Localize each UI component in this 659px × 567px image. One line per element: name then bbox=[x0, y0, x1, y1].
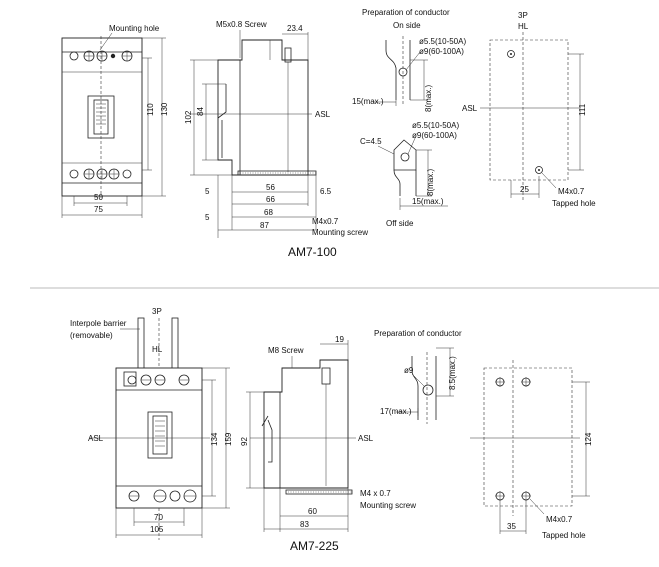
off-d2: ø9(60-100A) bbox=[412, 131, 457, 140]
c45-label: C=4.5 bbox=[360, 137, 382, 146]
dim-5b: 5 bbox=[205, 213, 210, 222]
am7-225-side-view: M8 Screw 19 92 ASL M4 x 0.7 Mounting scr… bbox=[240, 335, 416, 553]
conductor-title: Preparation of conductor bbox=[362, 8, 450, 17]
on-8: 8(max.) bbox=[424, 85, 433, 112]
dim-60: 60 bbox=[308, 507, 317, 516]
dim-23-4: 23.4 bbox=[287, 24, 303, 33]
side-screw: M8 Screw bbox=[268, 346, 304, 355]
dim-6-5: 6.5 bbox=[320, 187, 332, 196]
side-asl: ASL bbox=[358, 434, 374, 443]
dim-105: 105 bbox=[150, 525, 164, 534]
dim-56: 56 bbox=[266, 183, 275, 192]
side-m4: M4 x 0.7 bbox=[360, 489, 391, 498]
off-d1: ø5.5(10-50A) bbox=[412, 121, 459, 130]
dim-66: 66 bbox=[266, 195, 275, 204]
dim-8-5: 8.5(max.) bbox=[448, 356, 457, 390]
am7-100-front-view: Mounting hole 110 130 50 75 bbox=[61, 24, 169, 218]
dim-134: 134 bbox=[210, 432, 219, 446]
off-8: 8(max.) bbox=[426, 169, 435, 196]
dim-5a: 5 bbox=[205, 187, 210, 196]
drill-225-m4: M4x0.7 bbox=[546, 515, 573, 524]
dim-92: 92 bbox=[240, 437, 249, 446]
dim-84: 84 bbox=[196, 107, 205, 116]
dim-102: 102 bbox=[184, 110, 193, 124]
dim-70: 70 bbox=[154, 513, 163, 522]
drill-asl: ASL bbox=[462, 104, 478, 113]
dim-87: 87 bbox=[260, 221, 269, 230]
off-side-label: Off side bbox=[386, 219, 414, 228]
title-am7-100: AM7-100 bbox=[288, 245, 337, 259]
on-side-label: On side bbox=[393, 21, 421, 30]
on-d2: ø9(60-100A) bbox=[419, 47, 464, 56]
dim-50: 50 bbox=[94, 193, 103, 202]
am7-100-conductor-prep: Preparation of conductor On side ø5.5(10… bbox=[352, 8, 466, 228]
m4-label: M4x0.7 bbox=[312, 217, 339, 226]
drill-tapped: Tapped hole bbox=[552, 199, 596, 208]
dim-17: 17(max.) bbox=[380, 407, 412, 416]
title-am7-225: AM7-225 bbox=[290, 539, 339, 553]
front-3p: 3P bbox=[152, 307, 162, 316]
conductor-title-225: Preparation of conductor bbox=[374, 329, 462, 338]
dim-35: 35 bbox=[507, 522, 516, 531]
d9-label: ø9 bbox=[404, 366, 414, 375]
dim-130: 130 bbox=[160, 102, 169, 116]
screw-label: M5x0.8 Screw bbox=[216, 20, 267, 29]
am7-225-front-view: Interpole barrier (removable) 3P HL ASL bbox=[70, 307, 233, 540]
front-asl: ASL bbox=[88, 434, 104, 443]
am7-100-drilling-plan: 3P HL ASL 111 25 M4x0.7 Tapped hole bbox=[462, 11, 596, 208]
dim-83: 83 bbox=[300, 520, 309, 529]
dim-19: 19 bbox=[335, 335, 344, 344]
on-d1: ø5.5(10-50A) bbox=[419, 37, 466, 46]
am7-225-drilling-plan: 124 35 M4x0.7 Tapped hole bbox=[470, 360, 593, 540]
dim-124: 124 bbox=[584, 432, 593, 446]
side-mounting-screw: Mounting screw bbox=[360, 501, 416, 510]
barrier-label-1: Interpole barrier bbox=[70, 319, 127, 328]
off-15: 15(max.) bbox=[412, 197, 444, 206]
dim-68: 68 bbox=[264, 208, 273, 217]
dim-110: 110 bbox=[146, 103, 155, 116]
drill-m4: M4x0.7 bbox=[558, 187, 585, 196]
drill-3p: 3P bbox=[518, 11, 528, 20]
mounting-hole-label: Mounting hole bbox=[109, 24, 160, 33]
mounting-screw-label: Mounting screw bbox=[312, 228, 368, 237]
dim-111: 111 bbox=[578, 103, 587, 116]
am7-100-side-view: ASL M5x0.8 Screw 23.4 102 84 5 56 6.5 66… bbox=[184, 20, 368, 259]
barrier-label-2: (removable) bbox=[70, 331, 113, 340]
dim-75: 75 bbox=[94, 205, 103, 214]
am7-225-conductor-prep: Preparation of conductor ø9 8.5(max.) 17… bbox=[374, 329, 462, 424]
dim-159: 159 bbox=[224, 432, 233, 446]
on-15: 15(max.) bbox=[352, 97, 384, 106]
front-hl: HL bbox=[152, 345, 163, 354]
drill-hl: HL bbox=[518, 22, 529, 31]
asl-label: ASL bbox=[315, 110, 331, 119]
drill-225-tapped: Tapped hole bbox=[542, 531, 586, 540]
dim-25: 25 bbox=[520, 185, 529, 194]
